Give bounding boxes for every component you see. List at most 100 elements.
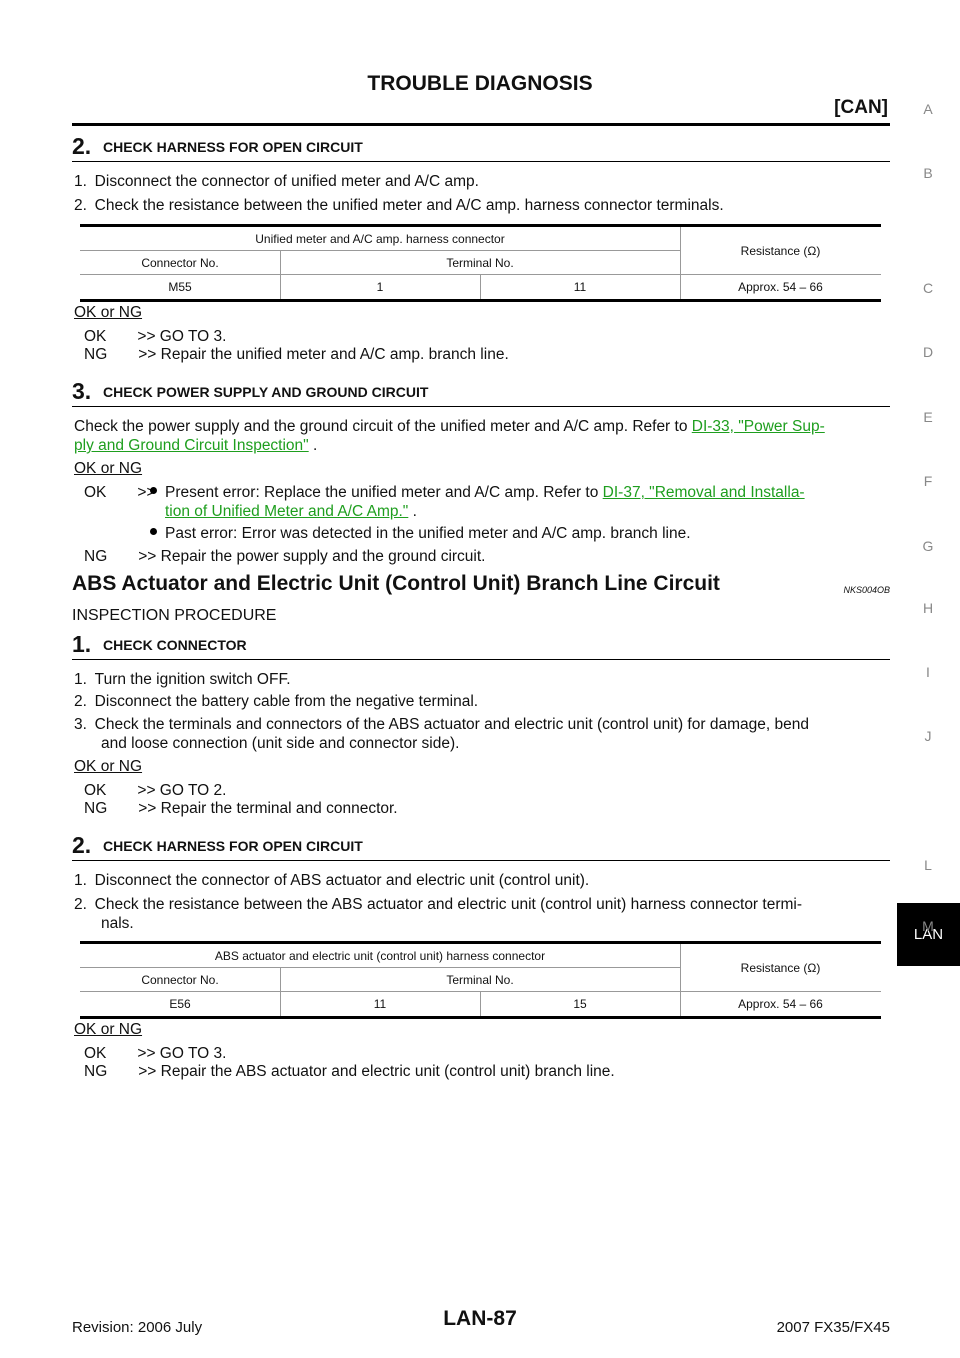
- table-divider: [680, 944, 681, 1016]
- table-divider: [280, 251, 281, 299]
- ok-result: OK >> GO TO 3.: [84, 1045, 227, 1062]
- step-heading: 2. CHECK HARNESS FOR OPEN CIRCUIT: [72, 831, 890, 861]
- table-header-terminal: Terminal No.: [446, 973, 514, 987]
- side-index-g[interactable]: G: [922, 538, 934, 554]
- table-row: E56 11 15 Approx. 54 – 66: [80, 992, 881, 1016]
- reference-text-cont: ply and Ground Circuit Inspection" .: [74, 436, 317, 456]
- ng-result: NG >> Repair the unified meter and A/C a…: [84, 346, 509, 363]
- side-index-f[interactable]: F: [923, 473, 933, 489]
- table-cell: Approx. 54 – 66: [738, 280, 823, 294]
- side-index-i[interactable]: I: [926, 664, 930, 680]
- side-index-lan[interactable]: LAN: [897, 903, 960, 966]
- ok-or-ng-label: OK or NG: [74, 758, 143, 775]
- instruction-line: 1. Disconnect the connector of unified m…: [74, 173, 479, 190]
- footer-page-number: LAN-87: [443, 1307, 517, 1330]
- step-heading: 1. CHECK CONNECTOR: [72, 630, 890, 660]
- page-title: TROUBLE DIAGNOSIS: [367, 72, 593, 95]
- table-divider: [480, 992, 481, 1016]
- table-divider: [480, 275, 481, 299]
- ok-bullet-2: Past error: Error was detected in the un…: [150, 524, 691, 544]
- procedure-heading: INSPECTION PROCEDURE: [72, 607, 277, 624]
- ok-result: OK >> GO TO 2.: [84, 782, 227, 799]
- instruction-line: 2. Check the resistance between the ABS …: [74, 896, 803, 913]
- ng-result: NG >> Repair the ABS actuator and electr…: [84, 1063, 615, 1080]
- resistance-table: Unified meter and A/C amp. harness conne…: [80, 224, 881, 302]
- table-group-header: ABS actuator and electric unit (control …: [214, 949, 546, 963]
- table-cell: 15: [573, 997, 587, 1011]
- table-divider: [680, 227, 681, 299]
- reference-text: Check the power supply and the ground ci…: [74, 417, 825, 437]
- ng-result: NG >> Repair the power supply and the gr…: [84, 548, 486, 565]
- reference-text-start: Check the power supply and the ground ci…: [74, 418, 692, 435]
- table-group-header-row: Unified meter and A/C amp. harness conne…: [80, 227, 680, 251]
- table-header-terminal: Terminal No.: [446, 256, 514, 270]
- ng-result: NG >> Repair the terminal and connector.: [84, 800, 398, 817]
- instruction-line-cont: and loose connection (unit side and conn…: [101, 735, 460, 752]
- bullet-icon: [150, 528, 157, 536]
- resistance-table: ABS actuator and electric unit (control …: [80, 941, 881, 1019]
- table-cell: 11: [573, 280, 587, 294]
- table-subheader-row: Connector No. Terminal No.: [80, 251, 881, 275]
- bullet-icon: [150, 487, 157, 495]
- step-heading: 2. CHECK HARNESS FOR OPEN CIRCUIT: [72, 132, 890, 162]
- section-code: NKS004OB: [843, 585, 890, 595]
- ok-or-ng-label: OK or NG: [74, 304, 143, 321]
- side-index-b[interactable]: B: [923, 165, 933, 181]
- ok-or-ng-label: OK or NG: [74, 1021, 143, 1038]
- table-cell: Approx. 54 – 66: [738, 997, 823, 1011]
- reference-text-end: .: [308, 437, 318, 454]
- step-heading: 3. CHECK POWER SUPPLY AND GROUND CIRCUIT: [72, 377, 890, 407]
- table-cell: E56: [169, 997, 191, 1011]
- ok-bullet-2-text: Past error: Error was detected in the un…: [165, 525, 691, 542]
- ok-bullet-1-end: .: [408, 503, 417, 520]
- instruction-line-cont: nals.: [101, 915, 134, 932]
- instruction-line: 2. Disconnect the battery cable from the…: [74, 693, 479, 710]
- ok-bullet-1: Present error: Replace the unified meter…: [150, 483, 805, 503]
- instruction-line: 2. Check the resistance between the unif…: [74, 197, 724, 214]
- ok-or-ng-label: OK or NG: [74, 460, 143, 477]
- reference-link[interactable]: ply and Ground Circuit Inspection": [74, 437, 309, 454]
- table-cell: M55: [168, 280, 192, 294]
- side-index-d[interactable]: D: [922, 344, 934, 360]
- step-number: 3.: [72, 378, 92, 404]
- side-index-l[interactable]: L: [924, 857, 932, 873]
- table-cell: 11: [373, 997, 387, 1011]
- step-title: CHECK CONNECTOR: [103, 637, 247, 653]
- step-title: CHECK HARNESS FOR OPEN CIRCUIT: [103, 139, 363, 155]
- ok-bullet-1-text: Present error: Replace the unified meter…: [165, 484, 603, 501]
- step-number: 1.: [72, 631, 92, 657]
- side-index-h[interactable]: H: [922, 600, 934, 616]
- footer-model: 2007 FX35/FX45: [776, 1319, 890, 1336]
- header-rule: [72, 123, 890, 126]
- side-index-e[interactable]: E: [923, 409, 933, 425]
- side-index-j[interactable]: J: [924, 728, 932, 744]
- table-row: M55 1 11 Approx. 54 – 66: [80, 275, 881, 299]
- reference-link[interactable]: DI-33, "Power Sup-: [691, 418, 825, 435]
- side-index-m[interactable]: M: [922, 918, 934, 934]
- table-group-header-row: ABS actuator and electric unit (control …: [80, 944, 680, 968]
- side-index-a[interactable]: A: [923, 101, 933, 117]
- ok-result: OK >> GO TO 3.: [84, 328, 227, 345]
- section-title: ABS Actuator and Electric Unit (Control …: [72, 572, 720, 595]
- table-subheader-row: Connector No. Terminal No.: [80, 968, 881, 992]
- ok-bullet-1-cont: tion of Unified Meter and A/C Amp." .: [165, 502, 417, 522]
- step-title: CHECK HARNESS FOR OPEN CIRCUIT: [103, 838, 363, 854]
- side-index-c[interactable]: C: [922, 280, 934, 296]
- table-group-header: Unified meter and A/C amp. harness conne…: [255, 232, 505, 246]
- table-header-resistance: Resistance (Ω): [740, 244, 821, 258]
- page-subtitle: [CAN]: [834, 97, 888, 118]
- table-header-resistance: Resistance (Ω): [740, 961, 821, 975]
- instruction-line: 3. Check the terminals and connectors of…: [74, 716, 809, 733]
- table-header-connector: Connector No.: [141, 256, 219, 270]
- instruction-line: 1. Disconnect the connector of ABS actua…: [74, 872, 590, 889]
- ok-result-prefix: OK >>: [84, 484, 156, 501]
- reference-link[interactable]: DI-37, "Removal and Installa-: [602, 484, 805, 501]
- table-cell: 1: [376, 280, 384, 294]
- reference-link[interactable]: tion of Unified Meter and A/C Amp.": [165, 503, 409, 520]
- table-divider: [280, 968, 281, 1016]
- step-number: 2.: [72, 832, 92, 858]
- footer-revision: Revision: 2006 July: [72, 1319, 203, 1336]
- instruction-line: 1. Turn the ignition switch OFF.: [74, 671, 291, 688]
- step-number: 2.: [72, 133, 92, 159]
- step-title: CHECK POWER SUPPLY AND GROUND CIRCUIT: [103, 384, 429, 400]
